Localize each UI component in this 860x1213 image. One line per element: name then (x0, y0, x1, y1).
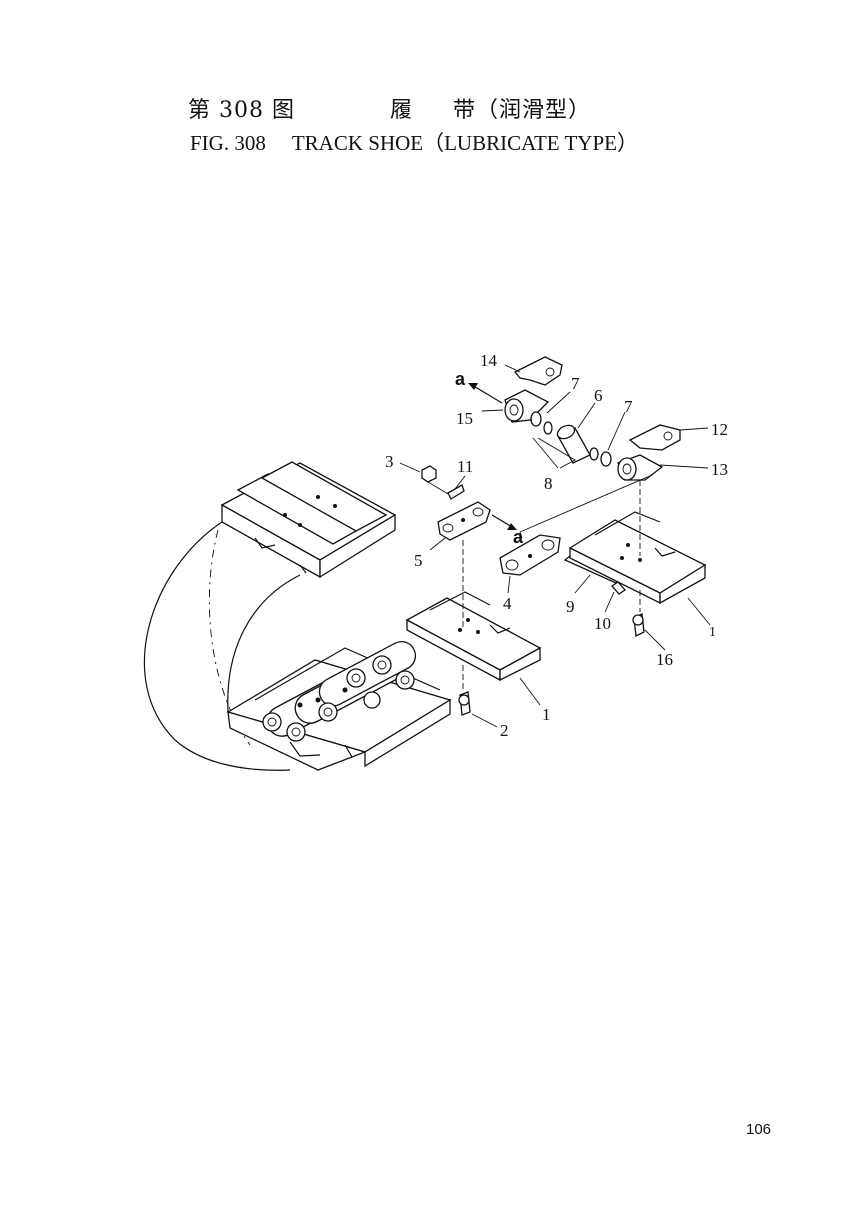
callout-4: 4 (503, 594, 512, 613)
part-1-shoe-right (568, 511, 707, 605)
part-7-seal-upper (530, 411, 553, 435)
callout-13: 13 (711, 460, 728, 479)
part-16-bolt (632, 613, 645, 637)
callout-6: 6 (594, 386, 603, 405)
title-english: FIG. 308 TRACK SHOE（LUBRICATE TYPE） (190, 127, 638, 157)
part-4-link (499, 534, 561, 576)
callout-11: 11 (457, 457, 473, 476)
part-14-master-link (513, 356, 563, 386)
title-cn-part-1: 履 (389, 98, 413, 123)
part-15-link (504, 389, 550, 423)
title-chinese: 第 308 图 履 带（润滑型） (188, 92, 591, 124)
part-5-link (437, 501, 491, 541)
title-cn-part-2: 带（润滑型） (453, 98, 592, 123)
callout-8: 8 (544, 474, 553, 493)
arrow-label-a-top: a (455, 369, 466, 389)
track-link-chain (262, 641, 417, 742)
part-1-shoe-center (405, 591, 542, 682)
callout-7-upper: 7 (571, 374, 580, 393)
part-12-master-link (628, 424, 681, 451)
direction-arrow-a2 (491, 514, 517, 530)
page-number: 106 (746, 1121, 772, 1138)
callout-7-lower: 7 (624, 397, 633, 416)
callout-1-right: 1 (709, 625, 716, 640)
part-3-nut (421, 465, 437, 483)
callout-5: 5 (414, 551, 423, 570)
callout-15: 15 (456, 409, 473, 428)
upper-track-shoes (220, 461, 397, 579)
part-2-bolt (458, 691, 471, 716)
part-11-bolt (447, 484, 465, 500)
figure-number-en: FIG. 308 (190, 131, 266, 155)
direction-arrow-a1 (468, 383, 503, 404)
track-belt-assembly (143, 461, 452, 771)
callout-3: 3 (385, 452, 394, 471)
belt-inner-curve (227, 574, 301, 713)
leader-lines (399, 364, 711, 728)
figure-number-cn: 第 308 图 (188, 98, 295, 123)
callout-10: 10 (594, 614, 611, 633)
callout-14: 14 (480, 351, 498, 370)
belt-outer-curve (143, 521, 291, 771)
callout-12: 12 (711, 420, 728, 439)
arrow-label-a-mid: a (513, 527, 524, 547)
title-en-name: TRACK SHOE（LUBRICATE TYPE） (291, 131, 638, 155)
callout-2: 2 (500, 721, 509, 740)
callout-9: 9 (566, 597, 575, 616)
part-7-seal-lower (589, 447, 612, 467)
part-6-bushing (556, 424, 591, 464)
part-13-link (617, 454, 664, 481)
belt-center-line (208, 529, 251, 746)
callout-16: 16 (656, 650, 673, 669)
callout-1-center: 1 (542, 705, 551, 724)
part-10-spacer (611, 581, 626, 595)
